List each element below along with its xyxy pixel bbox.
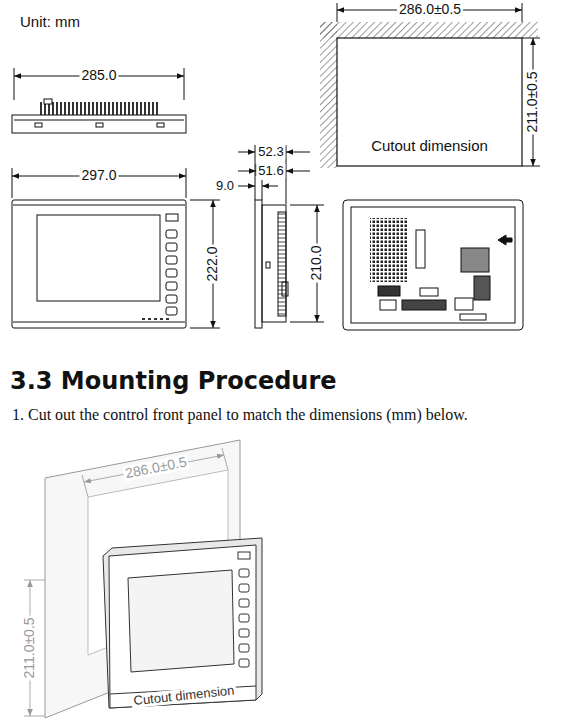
dimension-lines xyxy=(12,3,540,328)
dimension-value: 51.6 xyxy=(256,164,285,178)
dimension-value: 285.0 xyxy=(79,68,118,83)
unit-note: Unit: mm xyxy=(18,14,82,31)
front-view xyxy=(12,200,186,328)
dimension-value: 211.0±0.5 xyxy=(22,615,37,680)
dimension-value: 297.0 xyxy=(79,168,118,183)
dimension-value: 286.0±0.5 xyxy=(397,2,463,17)
section-heading: 3.3 Mounting Procedure xyxy=(10,368,337,394)
rear-view xyxy=(343,200,523,330)
cutout-hatch xyxy=(320,22,538,168)
instruction-text: 1. Cut out the control front panel to ma… xyxy=(12,406,468,424)
side-view xyxy=(255,200,288,328)
box-label: Cutout dimension xyxy=(371,137,488,154)
cutout-box: Cutout dimension xyxy=(337,38,522,166)
dimension-value: 9.0 xyxy=(214,179,236,193)
dimension-value: 210.0 xyxy=(309,243,324,282)
top-view xyxy=(12,99,186,133)
dimension-value: 52.3 xyxy=(256,145,285,159)
dimension-value: 222.0 xyxy=(205,244,220,283)
hmi-device xyxy=(103,538,262,708)
dimension-value: 211.0±0.5 xyxy=(525,69,540,134)
